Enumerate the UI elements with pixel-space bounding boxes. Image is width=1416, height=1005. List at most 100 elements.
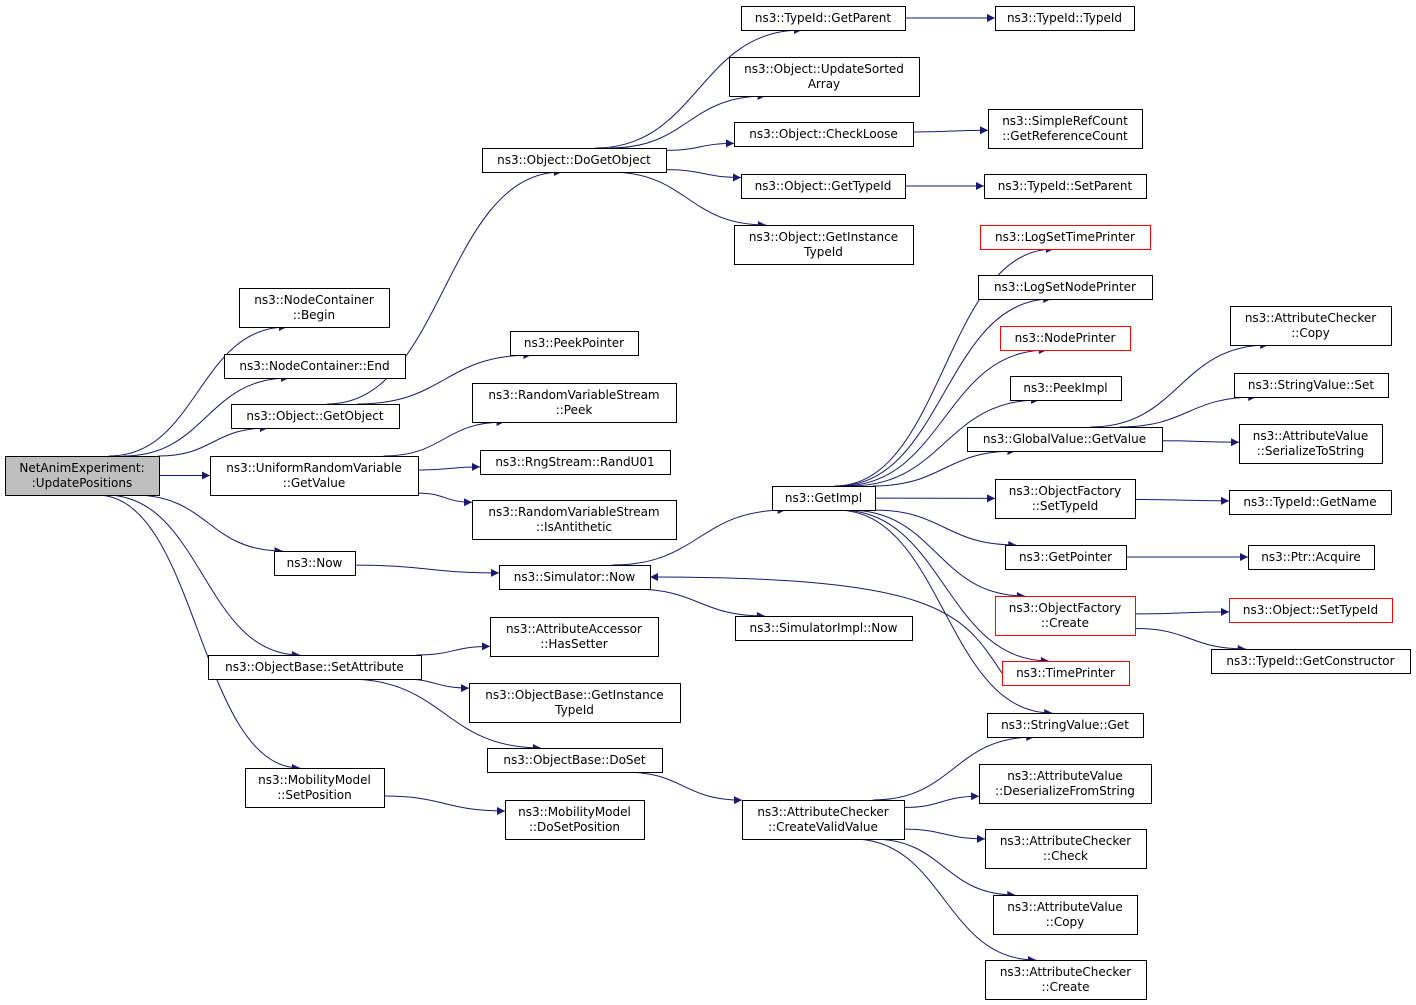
node-ob-doset[interactable]: ns3::ObjectBase::DoSet	[487, 748, 663, 773]
node-box	[274, 551, 356, 576]
edge-urv_getvalue-to-rng_randu01	[417, 462, 481, 471]
node-box	[1002, 661, 1130, 686]
node-av-deserialize[interactable]: ns3::AttributeValue::DeserializeFromStri…	[979, 764, 1152, 804]
node-rvs-peek[interactable]: ns3::RandomVariableStream::Peek	[472, 383, 677, 423]
node-label-line: ns3::TypeId::TypeId	[1007, 11, 1122, 25]
node-ac-check[interactable]: ns3::AttributeChecker::Check	[985, 829, 1147, 869]
node-label-line: ns3::Object::DoGetObject	[497, 153, 651, 167]
node-label-line: ns3::Ptr::Acquire	[1261, 550, 1361, 564]
node-label-line: ns3::TypeId::GetName	[1243, 495, 1376, 509]
node-box	[1229, 598, 1393, 623]
node-box	[5, 456, 160, 496]
node-now[interactable]: ns3::Now	[274, 551, 356, 576]
node-tid-typeid[interactable]: ns3::TypeId::TypeId	[995, 6, 1135, 31]
node-box	[741, 174, 906, 199]
node-label-line: ns3::AttributeChecker	[1000, 834, 1131, 848]
node-root[interactable]: NetAnimExperiment::UpdatePositions	[5, 456, 160, 496]
node-label-line: ns3::PeekImpl	[1023, 381, 1107, 395]
node-label-line: ns3::ObjectBase::SetAttribute	[225, 660, 404, 674]
node-urv-getvalue[interactable]: ns3::UniformRandomVariable::GetValue	[210, 456, 419, 496]
node-label-line: ns3::Object::CheckLoose	[749, 127, 897, 141]
node-av-copy[interactable]: ns3::AttributeValue::Copy	[993, 895, 1138, 935]
edge-urv_getvalue-to-rvs_isantithetic	[417, 492, 473, 507]
node-ob-setattribute[interactable]: ns3::ObjectBase::SetAttribute	[208, 655, 422, 680]
edge-ac_createvalidvalue-to-ac_check	[903, 828, 986, 843]
node-obj-gettypeid[interactable]: ns3::Object::GetTypeId	[741, 174, 906, 199]
node-getimpl[interactable]: ns3::GetImpl	[772, 486, 876, 511]
node-av-serialize[interactable]: ns3::AttributeValue::SerializeToString	[1239, 424, 1383, 464]
node-label-line: ns3::TypeId::SetParent	[998, 179, 1133, 193]
node-peekimpl[interactable]: ns3::PeekImpl	[1010, 376, 1122, 401]
edge-getimpl-to-peekimpl	[849, 396, 1040, 487]
node-getpointer[interactable]: ns3::GetPointer	[1005, 545, 1127, 570]
node-box	[239, 288, 390, 328]
node-tid-setparent[interactable]: ns3::TypeId::SetParent	[984, 174, 1147, 199]
edge-getimpl-to-getpointer	[872, 509, 1017, 549]
edge-timeprinter-to-sim_now	[649, 573, 1003, 674]
node-box	[978, 275, 1153, 300]
node-tid-getparent[interactable]: ns3::TypeId::GetParent	[741, 6, 906, 31]
node-ac-createvalidvalue[interactable]: ns3::AttributeChecker::CreateValidValue	[742, 800, 905, 840]
node-nc-end[interactable]: ns3::NodeContainer::End	[224, 354, 406, 379]
edge-ob_setattribute-to-ob_getinstancetypeid	[402, 678, 470, 693]
node-sv-set[interactable]: ns3::StringValue::Set	[1234, 373, 1389, 398]
edge-ac_createvalidvalue-to-av_deserialize	[903, 792, 980, 808]
node-box	[245, 768, 385, 808]
node-obj-checkloose[interactable]: ns3::Object::CheckLoose	[734, 122, 914, 147]
edge-getimpl-to-of_create	[848, 509, 1025, 600]
node-obj-dogetobject[interactable]: ns3::Object::DoGetObject	[482, 148, 667, 173]
node-box	[1005, 545, 1127, 570]
node-logsettimeprinter[interactable]: ns3::LogSetTimePrinter	[980, 225, 1151, 250]
node-label-line: ns3::StringValue::Set	[1248, 378, 1374, 392]
node-simimpl-now[interactable]: ns3::SimulatorImpl::Now	[735, 616, 913, 641]
node-logsetnodeprinter[interactable]: ns3::LogSetNodePrinter	[978, 275, 1153, 300]
edge-getimpl-to-nodeprinter	[841, 346, 1047, 487]
node-label-line: ns3::Object::GetTypeId	[755, 179, 892, 193]
node-box	[510, 331, 639, 356]
node-label-line: :UpdatePositions	[32, 476, 132, 490]
node-gv-getvalue[interactable]: ns3::GlobalValue::GetValue	[967, 427, 1163, 452]
node-label-line: ns3::Now	[287, 556, 343, 570]
node-label-line: TypeId	[803, 245, 843, 259]
node-tid-getconstructor[interactable]: ns3::TypeId::GetConstructor	[1211, 649, 1411, 674]
node-nc-begin[interactable]: ns3::NodeContainer::Begin	[239, 288, 390, 328]
node-label-line: ::IsAntithetic	[536, 520, 612, 534]
node-of-create[interactable]: ns3::ObjectFactory::Create	[995, 596, 1136, 636]
node-sim-now[interactable]: ns3::Simulator::Now	[499, 565, 651, 590]
node-ptr-acquire[interactable]: ns3::Ptr::Acquire	[1248, 545, 1375, 570]
node-ac-copy[interactable]: ns3::AttributeChecker::Copy	[1230, 306, 1392, 346]
edge-ac_createvalidvalue-to-av_copy	[872, 838, 1016, 899]
node-rng-randu01[interactable]: ns3::RngStream::RandU01	[480, 450, 671, 475]
edge-now-to-sim_now	[354, 564, 500, 577]
node-obj-getobject[interactable]: ns3::Object::GetObject	[231, 404, 400, 429]
node-mm-setposition[interactable]: ns3::MobilityModel::SetPosition	[245, 768, 385, 808]
node-tid-getname[interactable]: ns3::TypeId::GetName	[1229, 490, 1392, 515]
node-box	[469, 683, 681, 723]
node-box	[1211, 649, 1411, 674]
edge-getimpl-to-logsetnodeprinter	[837, 295, 1052, 487]
node-rvs-isantithetic[interactable]: ns3::RandomVariableStream::IsAntithetic	[472, 500, 677, 540]
node-label-line: ns3::PeekPointer	[524, 336, 624, 350]
node-mm-dosetposition[interactable]: ns3::MobilityModel::DoSetPosition	[505, 800, 645, 840]
node-src-getrefcount[interactable]: ns3::SimpleRefCount::GetReferenceCount	[988, 109, 1143, 149]
node-of-settypeid[interactable]: ns3::ObjectFactory::SetTypeId	[995, 479, 1136, 519]
node-ac-create[interactable]: ns3::AttributeChecker::Create	[985, 960, 1147, 1000]
node-label-line: ns3::Object::GetObject	[246, 409, 384, 423]
edge-root-to-ob_setattribute	[105, 494, 300, 659]
node-timeprinter[interactable]: ns3::TimePrinter	[1002, 661, 1130, 686]
edge-obj_getobject-to-obj_dogetobject	[327, 168, 562, 405]
node-box	[482, 148, 667, 173]
node-aa-hassetter[interactable]: ns3::AttributeAccessor::HasSetter	[490, 617, 659, 657]
node-nodeprinter[interactable]: ns3::NodePrinter	[1000, 326, 1131, 351]
node-sv-get[interactable]: ns3::StringValue::Get	[987, 713, 1144, 738]
node-peekpointer[interactable]: ns3::PeekPointer	[510, 331, 639, 356]
edge-getimpl-to-timeprinter	[840, 509, 1049, 665]
node-obj-settypeid[interactable]: ns3::Object::SetTypeId	[1229, 598, 1393, 623]
node-label-line: ns3::AttributeValue	[1007, 769, 1123, 783]
node-box	[231, 404, 400, 429]
edge-of_create-to-obj_settypeid	[1134, 607, 1230, 616]
